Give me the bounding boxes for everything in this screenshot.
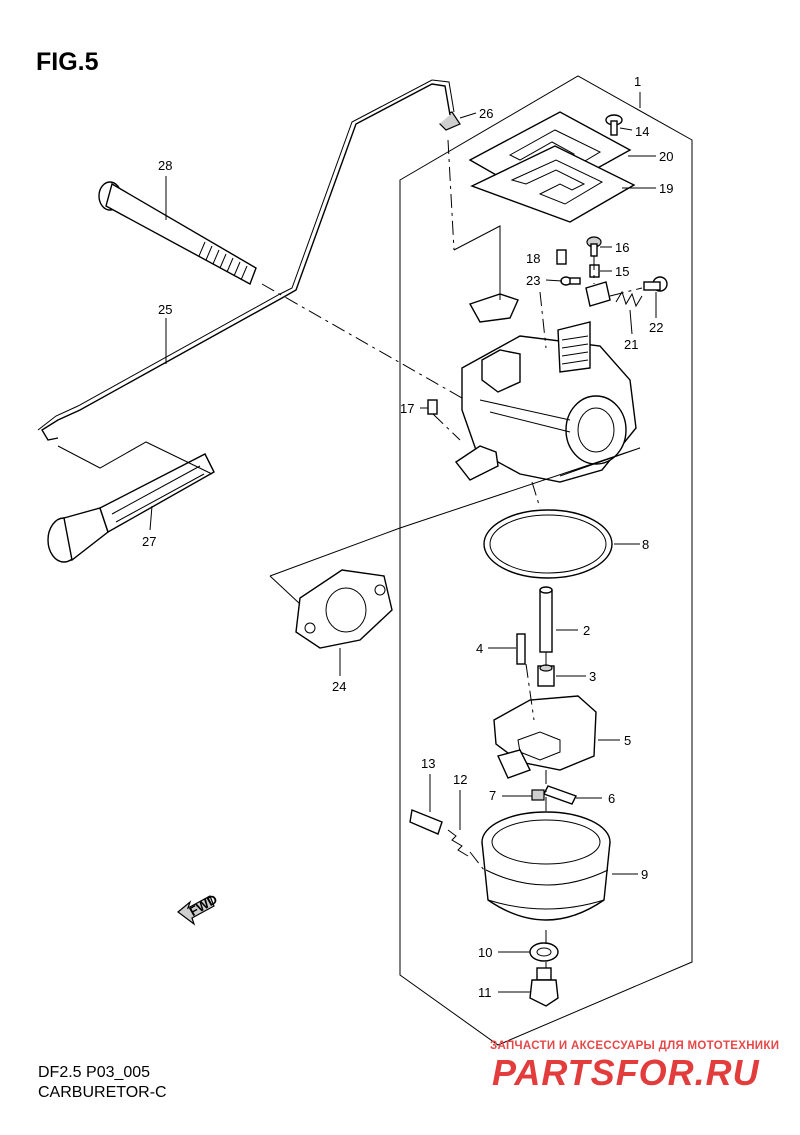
callout-labels: 1 2 3 4 5 6 7 8 9 10 11 12 13 14 15 16 1… <box>142 74 673 1000</box>
callout-24: 24 <box>332 679 346 694</box>
part-8-o-ring <box>483 509 613 579</box>
callout-7: 7 <box>489 788 496 803</box>
callout-2: 2 <box>583 623 590 638</box>
part-14-screw <box>605 114 623 136</box>
fwd-label: FWD <box>187 891 220 919</box>
callout-23: 23 <box>526 273 540 288</box>
part-22-screw <box>643 276 668 292</box>
callout-19: 19 <box>659 181 673 196</box>
callout-21: 21 <box>624 337 638 352</box>
callout-25: 25 <box>158 302 172 317</box>
callout-11: 11 <box>478 985 492 1000</box>
callout-4: 4 <box>476 641 483 656</box>
part-25-rod <box>41 83 451 441</box>
part-19-plate <box>470 145 636 223</box>
part-9-float-chamber <box>481 811 611 921</box>
callout-10: 10 <box>478 945 492 960</box>
part-18-plug <box>556 249 567 265</box>
callout-6: 6 <box>608 791 615 806</box>
part-3-jet <box>537 664 555 687</box>
part-24-gasket <box>295 569 393 649</box>
model-code: DF2.5 P03_005 <box>38 1064 151 1081</box>
leader-lines <box>149 112 657 993</box>
part-4-needle-valve <box>516 633 526 665</box>
callout-28: 28 <box>158 158 172 173</box>
assembly-outline <box>399 75 693 1046</box>
part-16-screw <box>586 236 602 257</box>
callout-14: 14 <box>635 124 649 139</box>
part-27-choke-knob <box>47 453 215 563</box>
callout-8: 8 <box>642 537 649 552</box>
part-7-clip <box>531 789 545 801</box>
callout-22: 22 <box>649 320 663 335</box>
part-13-pilot-screw <box>409 809 443 835</box>
callout-27: 27 <box>142 534 156 549</box>
part-5-float <box>493 695 597 779</box>
callout-20: 20 <box>659 149 673 164</box>
callout-15: 15 <box>615 264 629 279</box>
part-17-plug <box>427 399 438 415</box>
part-12-spring <box>447 829 469 857</box>
callout-17: 17 <box>400 401 414 416</box>
part-28-bolt <box>98 181 257 285</box>
callout-5: 5 <box>624 733 631 748</box>
callout-9: 9 <box>641 867 648 882</box>
part-23-screw <box>560 276 581 286</box>
part-6-pin <box>543 785 577 805</box>
callout-3: 3 <box>589 669 596 684</box>
callout-16: 16 <box>615 240 629 255</box>
part-11-drain-bolt <box>529 967 559 1007</box>
callout-13: 13 <box>421 756 435 771</box>
figure-title: FIG.5 <box>36 48 99 76</box>
carburetor-body <box>454 281 637 483</box>
callout-26: 26 <box>479 106 493 121</box>
section-title: CARBURETOR-C <box>38 1084 167 1101</box>
part-21-spring <box>615 290 643 308</box>
callout-18: 18 <box>526 251 540 266</box>
alignment-lines <box>57 139 643 968</box>
part-10-washer <box>529 942 559 962</box>
watermark-tagline: ЗАПЧАСТИ И АКСЕССУАРЫ ДЛЯ МОТОТЕХНИКИ <box>490 1040 780 1052</box>
watermark-logo: PARTSFOR.RU <box>492 1052 760 1093</box>
callout-1: 1 <box>634 74 641 89</box>
callout-12: 12 <box>453 772 467 787</box>
fwd-arrow-icon: FWD <box>177 891 220 926</box>
part-2-nozzle <box>539 586 553 653</box>
